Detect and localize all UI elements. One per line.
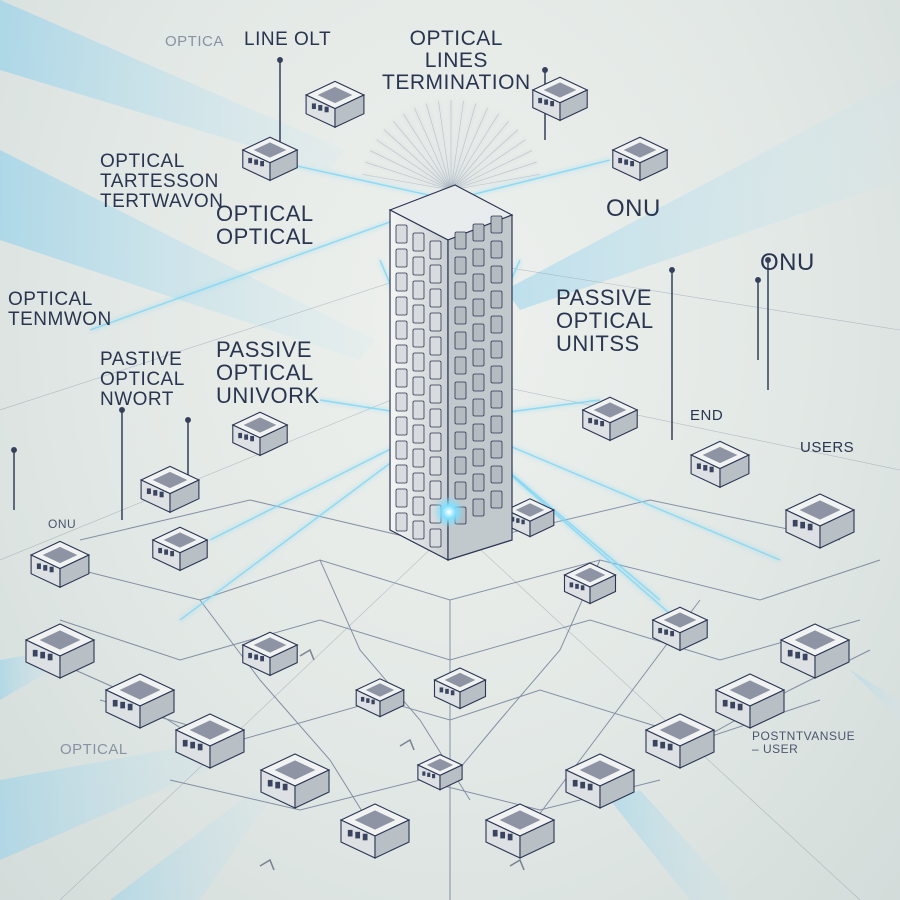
- beam-mid-left: [0, 150, 375, 360]
- onu-device-icon: [231, 411, 289, 457]
- onu-device-icon: [174, 713, 246, 769]
- onu-device-icon: [714, 673, 786, 729]
- label-optical-tenmwon: OPTICAL TENMWON: [8, 289, 112, 330]
- label-line-olt: LINE OLT: [244, 29, 332, 50]
- onu-device-icon: [784, 493, 856, 549]
- onu-device-icon: [779, 623, 851, 679]
- onu-device-icon: [611, 136, 669, 182]
- onu-device-icon: [139, 465, 201, 514]
- onu-device-icon: [304, 80, 366, 129]
- onu-device-icon: [24, 623, 96, 679]
- onu-device-icon: [504, 498, 556, 538]
- label-passive-optical-unitss: PASSIVE OPTICAL UNITSS: [556, 285, 654, 357]
- label-users: USERS: [800, 439, 855, 456]
- onu-device-icon: [104, 673, 176, 729]
- beam-bottom-center: [110, 790, 270, 900]
- label-end: END: [690, 407, 724, 424]
- onu-device-icon: [531, 76, 589, 122]
- onu-device-icon: [563, 562, 617, 605]
- onu-device-icon: [339, 803, 411, 859]
- label-onu-small-left: ONU: [48, 517, 77, 531]
- onu-device-icon: [564, 753, 636, 809]
- onu-device-icon: [644, 713, 716, 769]
- onu-device-icon: [484, 803, 556, 859]
- onu-device-icon: [241, 136, 299, 182]
- label-optical-tartesson: OPTICAL TARTESSON TERTWAVON: [100, 151, 224, 212]
- onu-device-icon: [354, 678, 406, 718]
- antenna-masts: [11, 57, 771, 520]
- beam-top-right: [505, 80, 900, 310]
- beam-top-left: [0, 0, 345, 170]
- guide-lines: [0, 259, 900, 900]
- onu-device-icon: [241, 631, 299, 677]
- label-onu-right: ONU: [606, 195, 661, 222]
- onu-device-icon: [259, 753, 331, 809]
- label-passive-optical-univork: PASSIVE OPTICAL UNIVORK: [216, 337, 320, 409]
- label-user-bottom-right: POSTNTVANSUE – USER: [752, 729, 856, 756]
- onu-device-icon: [151, 526, 209, 572]
- beam-bottom-left-1: [0, 740, 230, 860]
- beam-bottom-right-1: [610, 790, 740, 900]
- olt-core-glow: [433, 496, 465, 528]
- onu-device-icon: [651, 606, 709, 652]
- olt-tower-icon: [388, 184, 514, 561]
- onu-device-icon: [433, 667, 487, 710]
- label-optical-bottom-left: OPTICAL: [60, 741, 128, 758]
- onu-device-icon: [581, 396, 639, 442]
- beam-bottom-right-2: [840, 660, 900, 720]
- label-optical-lines-termination: OPTICAL LINES TERMINATION: [382, 27, 531, 95]
- label-optical-optical: OPTICAL OPTICAL: [216, 201, 314, 250]
- onu-device-icon: [689, 440, 751, 489]
- onu-device-icon: [29, 540, 91, 589]
- label-passive-optical-left: PASTIVE OPTICAL NWORT: [100, 349, 185, 410]
- onu-devices: [24, 76, 856, 859]
- onu-device-icon: [416, 753, 464, 791]
- label-optica-top: OPTICA: [165, 33, 224, 50]
- label-onu-far-right: ONU: [760, 249, 815, 276]
